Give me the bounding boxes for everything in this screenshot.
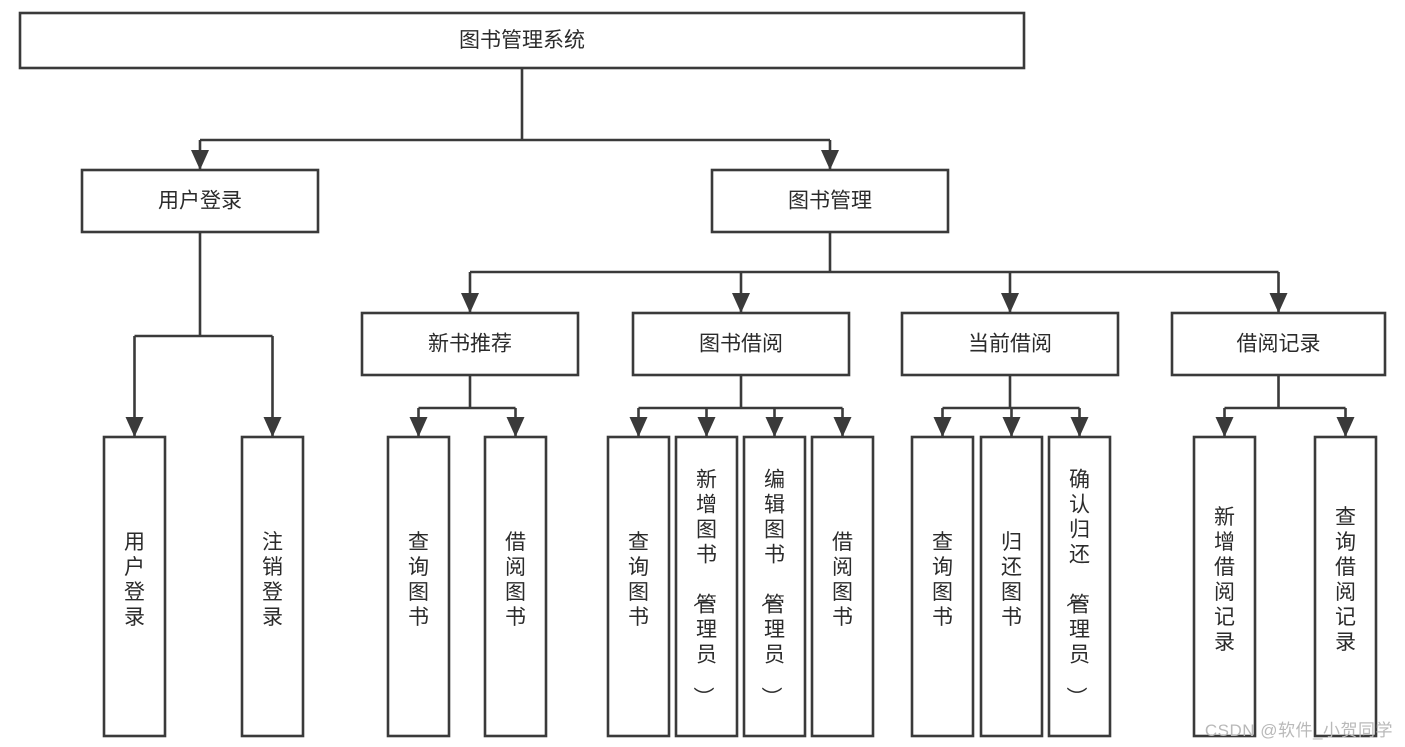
node-box-user-login <box>80 168 320 234</box>
node-leaf-query-book-current[interactable]: 查询图书 <box>910 435 975 738</box>
node-label-root: 图书管理系统 <box>459 29 585 52</box>
node-leaf-add-borrow-record[interactable]: 新增借阅记录 <box>1192 435 1257 738</box>
node-box-book-borrow <box>631 311 851 377</box>
conn-current-to-leaves-arrow <box>1070 417 1089 437</box>
node-box-leaf-query-borrow-record <box>1313 435 1378 738</box>
node-leaf-borrow-book[interactable]: 借阅图书 <box>810 435 875 738</box>
node-leaf-edit-book-admin[interactable]: 编辑图书（管理员） <box>742 435 807 738</box>
conn-root-to-level2-arrow <box>821 150 839 170</box>
node-new-book-recommend[interactable]: 新书推荐 <box>360 311 580 377</box>
node-box-leaf-add-borrow-record <box>1192 435 1257 738</box>
conn-bookmgmt-to-level3-arrow <box>461 293 479 313</box>
node-leaf-logout-login[interactable]: 注销登录 <box>240 435 305 738</box>
node-label-book-borrow: 图书借阅 <box>699 333 783 356</box>
node-leaf-confirm-return-admin[interactable]: 确认归还（管理员） <box>1047 435 1112 738</box>
node-book-management[interactable]: 图书管理 <box>710 168 950 234</box>
node-box-leaf-borrow-book-recommend <box>483 435 548 738</box>
node-box-leaf-add-book-admin <box>674 435 739 738</box>
node-root[interactable]: 图书管理系统 <box>18 11 1026 70</box>
node-leaf-borrow-book-recommend[interactable]: 借阅图书 <box>483 435 548 738</box>
node-box-leaf-query-book-borrow <box>606 435 671 738</box>
watermark-label: CSDN @软件_小贺同学 <box>1204 721 1393 740</box>
node-box-leaf-user-login <box>102 435 167 738</box>
node-borrow-record[interactable]: 借阅记录 <box>1170 311 1387 377</box>
conn-current-to-leaves-arrow <box>933 417 952 437</box>
node-label-leaf-query-book-current: 查询图书 <box>932 531 953 629</box>
node-label-leaf-query-borrow-record: 查询借阅记录 <box>1335 506 1356 654</box>
node-box-leaf-query-book-current <box>910 435 975 738</box>
node-box-new-book-recommend <box>360 311 580 377</box>
node-box-current-borrow <box>900 311 1120 377</box>
node-label-leaf-confirm-return-admin: 确认归还（管理员） <box>1064 469 1090 708</box>
conn-borrow-to-leaves-arrow <box>765 417 784 437</box>
conn-bookmgmt-to-level3-arrow <box>732 293 750 313</box>
conn-record-to-leaves-arrow <box>1215 417 1234 437</box>
node-box-leaf-return-book <box>979 435 1044 738</box>
node-box-book-management <box>710 168 950 234</box>
node-leaf-return-book[interactable]: 归还图书 <box>979 435 1044 738</box>
node-label-leaf-user-login: 用户登录 <box>124 531 145 629</box>
conn-root-to-level2-arrow <box>191 150 209 170</box>
node-label-leaf-borrow-book-recommend: 借阅图书 <box>505 531 526 629</box>
node-book-borrow[interactable]: 图书借阅 <box>631 311 851 377</box>
node-label-leaf-logout-login: 注销登录 <box>262 531 283 629</box>
node-leaf-add-book-admin[interactable]: 新增图书（管理员） <box>674 435 739 738</box>
node-label-leaf-add-borrow-record: 新增借阅记录 <box>1214 506 1235 654</box>
node-label-current-borrow: 当前借阅 <box>968 333 1052 356</box>
node-label-leaf-borrow-book: 借阅图书 <box>832 531 853 629</box>
node-leaf-user-login[interactable]: 用户登录 <box>102 435 167 738</box>
conn-bookmgmt-to-level3-arrow <box>1269 293 1288 313</box>
conn-recommend-to-leaves-arrow <box>506 417 525 437</box>
conn-borrow-to-leaves-arrow <box>833 417 852 437</box>
node-label-new-book-recommend: 新书推荐 <box>428 333 512 356</box>
node-label-leaf-query-book-recommend: 查询图书 <box>408 531 429 629</box>
node-leaf-query-borrow-record[interactable]: 查询借阅记录 <box>1313 435 1378 738</box>
node-leaf-query-book-recommend[interactable]: 查询图书 <box>386 435 451 738</box>
node-box-leaf-borrow-book <box>810 435 875 738</box>
node-label-leaf-return-book: 归还图书 <box>1001 531 1022 629</box>
node-box-root <box>18 11 1026 70</box>
conn-userlogin-to-leaves-arrow <box>125 417 144 437</box>
node-leaf-query-book-borrow[interactable]: 查询图书 <box>606 435 671 738</box>
conn-borrow-to-leaves-arrow <box>697 417 716 437</box>
node-label-borrow-record: 借阅记录 <box>1237 333 1321 356</box>
conn-borrow-to-leaves-arrow <box>629 417 648 437</box>
conn-recommend-to-leaves-arrow <box>409 417 428 437</box>
node-box-leaf-edit-book-admin <box>742 435 807 738</box>
conn-userlogin-to-leaves-arrow <box>263 417 282 437</box>
conn-current-to-leaves-arrow <box>1002 417 1021 437</box>
node-box-borrow-record <box>1170 311 1387 377</box>
node-box-leaf-logout-login <box>240 435 305 738</box>
node-label-user-login: 用户登录 <box>158 190 242 213</box>
node-label-book-management: 图书管理 <box>788 190 872 213</box>
node-label-leaf-add-book-admin: 新增图书（管理员） <box>691 469 717 708</box>
node-current-borrow[interactable]: 当前借阅 <box>900 311 1120 377</box>
node-user-login[interactable]: 用户登录 <box>80 168 320 234</box>
node-box-leaf-confirm-return-admin <box>1047 435 1112 738</box>
conn-bookmgmt-to-level3-arrow <box>1001 293 1019 313</box>
conn-record-to-leaves-arrow <box>1336 417 1355 437</box>
node-label-leaf-query-book-borrow: 查询图书 <box>628 531 649 629</box>
node-box-leaf-query-book-recommend <box>386 435 451 738</box>
node-label-leaf-edit-book-admin: 编辑图书（管理员） <box>759 469 785 708</box>
